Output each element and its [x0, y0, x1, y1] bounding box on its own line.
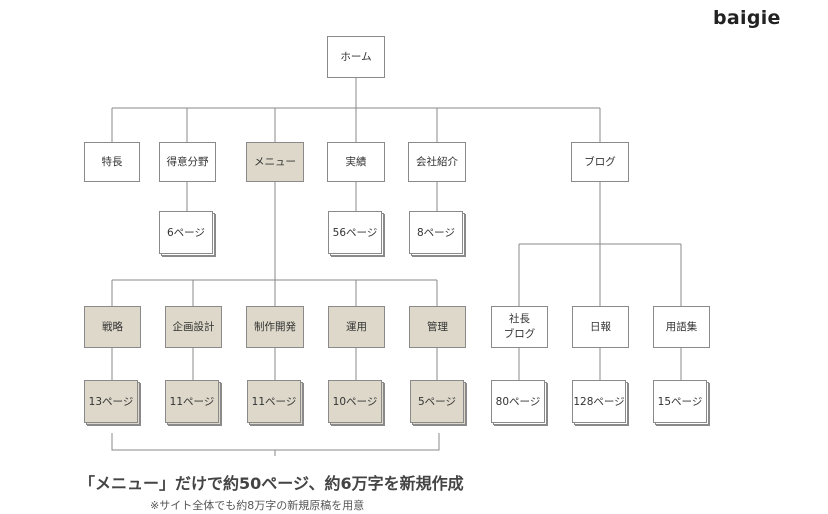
summary-caption: 「メニュー」だけで約50ページ、約6万字を新規作成 — [79, 474, 464, 493]
node-ceo-blog-line1: 社長 — [509, 313, 530, 325]
pages-specialties-label: 6ページ — [159, 211, 213, 254]
pages-results-label: 56ページ — [328, 211, 382, 254]
node-results: 実績 — [327, 142, 385, 182]
node-menu: メニュー — [246, 142, 304, 182]
pages-strategy-label: 13ページ — [84, 380, 138, 423]
summary-note: ※サイト全体でも約8万字の新規原稿を用意 — [150, 499, 365, 512]
pages-strategy: 13ページ — [84, 380, 141, 426]
node-planning: 企画設計 — [165, 306, 222, 348]
pages-company: 8ページ — [409, 211, 466, 257]
node-features: 特長 — [84, 142, 140, 182]
node-blog: ブログ — [571, 142, 629, 182]
brand-logo: baigie — [713, 7, 781, 29]
node-ceo-blog: 社長 ブログ — [491, 306, 548, 348]
node-specialties: 得意分野 — [159, 142, 216, 182]
pages-management: 5ページ — [410, 380, 467, 426]
pages-glossary-label: 15ページ — [653, 380, 707, 423]
node-daily-report: 日報 — [572, 306, 629, 348]
pages-company-label: 8ページ — [409, 211, 463, 254]
pages-ceo-blog-label: 80ページ — [491, 380, 545, 423]
node-production: 制作開発 — [246, 306, 304, 348]
pages-production: 11ページ — [247, 380, 304, 426]
pages-specialties: 6ページ — [159, 211, 216, 257]
pages-ceo-blog: 80ページ — [491, 380, 548, 426]
node-management: 管理 — [409, 306, 466, 348]
node-glossary: 用語集 — [653, 306, 710, 348]
node-home: ホーム — [327, 36, 385, 78]
node-ceo-blog-line2: ブログ — [503, 328, 536, 340]
pages-daily-report: 128ページ — [572, 380, 629, 426]
node-strategy: 戦略 — [84, 306, 141, 348]
pages-planning: 11ページ — [165, 380, 222, 426]
pages-operation-label: 10ページ — [328, 380, 382, 423]
pages-daily-report-label: 128ページ — [572, 380, 626, 423]
pages-management-label: 5ページ — [410, 380, 464, 423]
pages-operation: 10ページ — [328, 380, 385, 426]
node-operation: 運用 — [328, 306, 385, 348]
pages-results: 56ページ — [328, 211, 385, 257]
node-company: 会社紹介 — [408, 142, 466, 182]
pages-production-label: 11ページ — [247, 380, 301, 423]
pages-planning-label: 11ページ — [165, 380, 219, 423]
pages-glossary: 15ページ — [653, 380, 710, 426]
